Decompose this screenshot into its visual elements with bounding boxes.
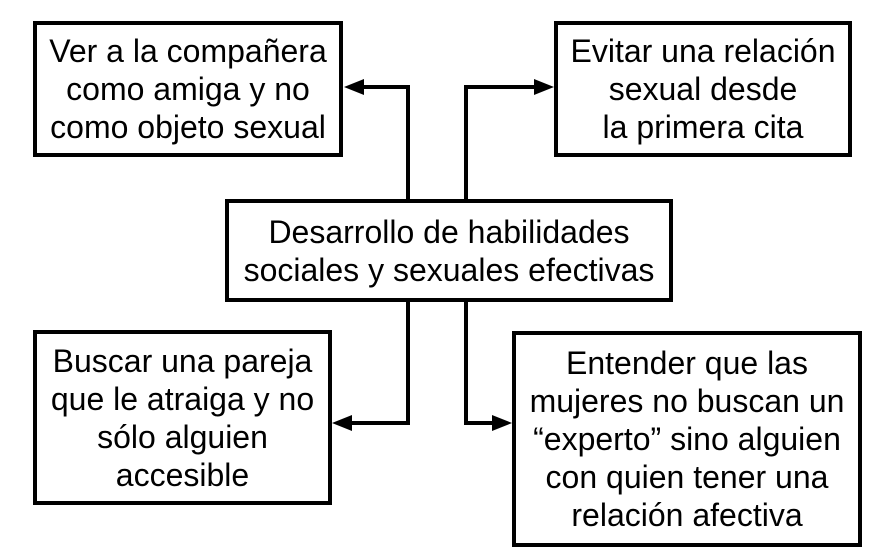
box-bottom-right-text: Entender que las mujeres no buscan un “e…	[529, 345, 845, 533]
box-top-right: Evitar una relación sexual desde la prim…	[554, 21, 852, 157]
arrow-center-to-top-right-line	[464, 85, 536, 201]
arrow-center-to-top-right-head	[534, 79, 554, 95]
arrow-center-to-top-left-line	[362, 85, 410, 201]
arrow-center-to-top-left-head	[344, 79, 364, 95]
arrow-center-to-bottom-left-line	[350, 300, 410, 425]
box-bottom-left-text: Buscar una pareja que le atraiga y no só…	[50, 342, 315, 493]
box-top-left: Ver a la compañera como amiga y no como …	[33, 21, 343, 157]
arrow-center-to-bottom-right-line	[464, 300, 494, 425]
arrow-center-to-bottom-right-head	[492, 415, 512, 431]
arrow-center-to-bottom-left-head	[332, 415, 352, 431]
box-top-right-text: Evitar una relación sexual desde la prim…	[570, 33, 836, 145]
box-top-left-text: Ver a la compañera como amiga y no como …	[49, 33, 327, 145]
box-bottom-right: Entender que las mujeres no buscan un “e…	[512, 331, 862, 547]
box-center: Desarrollo de habilidades sociales y sex…	[225, 199, 673, 302]
box-center-text: Desarrollo de habilidades sociales y sex…	[243, 213, 655, 288]
box-bottom-left: Buscar una pareja que le atraiga y no só…	[33, 330, 332, 505]
